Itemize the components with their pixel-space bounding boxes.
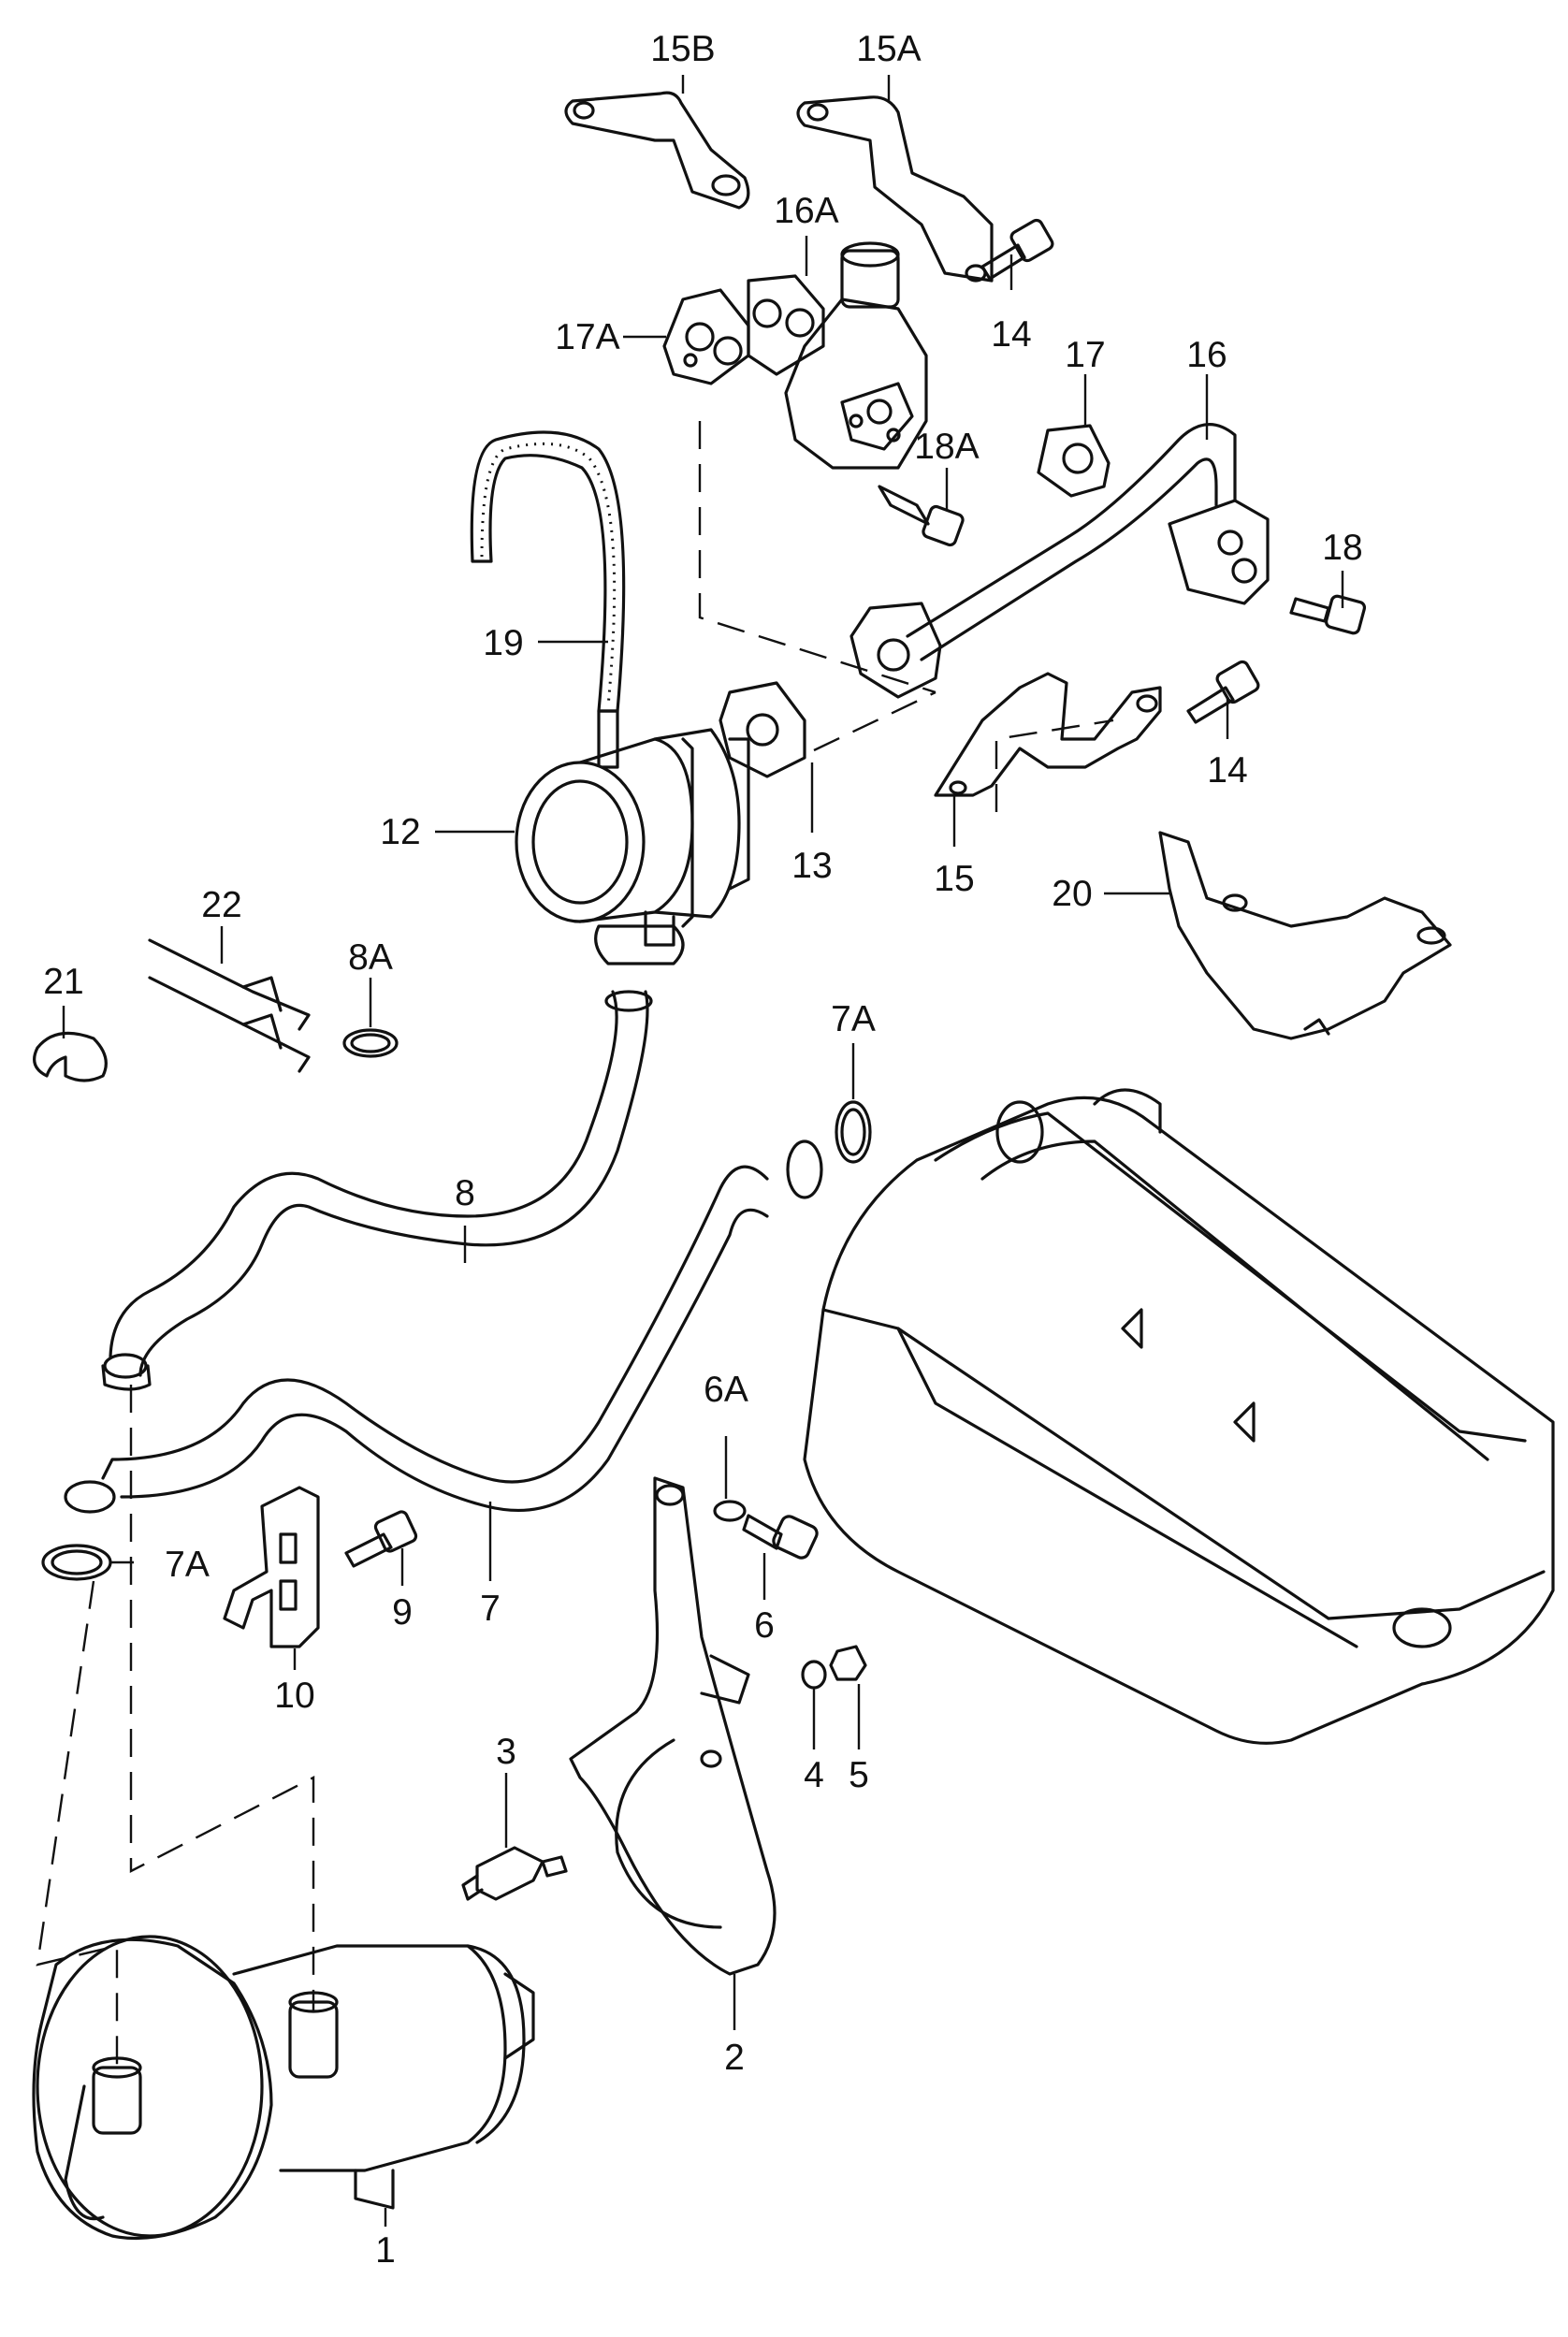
callout-5: 5 — [849, 1755, 869, 1795]
bracket-15 — [934, 672, 1162, 797]
temperature-sensor-3 — [461, 1846, 568, 1901]
callout-15b: 15B — [650, 29, 715, 69]
gasket-17 — [1037, 424, 1111, 498]
bracket-10 — [223, 1486, 320, 1648]
combination-valve-16a — [747, 241, 928, 470]
hose-8 — [101, 990, 653, 1391]
bracket-15b — [564, 91, 750, 210]
callout-9: 9 — [392, 1592, 413, 1633]
o-ring-7a-lower — [41, 1544, 112, 1581]
cable-ties-22 — [148, 938, 311, 1073]
callout-7a-lower: 7A — [165, 1545, 210, 1585]
air-pipe-16 — [849, 423, 1270, 699]
callout-22: 22 — [201, 885, 241, 925]
secondary-air-valve-12 — [515, 728, 750, 965]
bolt-18 — [1289, 594, 1367, 635]
callout-19: 19 — [483, 623, 523, 663]
callout-12: 12 — [380, 812, 420, 852]
callout-4: 4 — [804, 1755, 824, 1795]
secondary-air-pump-1 — [32, 1935, 535, 2241]
callout-15a: 15A — [856, 29, 921, 69]
callout-17: 17 — [1065, 335, 1105, 375]
callout-labels: 15B 15A 16A 17A 14 17 16 18A 18 19 14 12… — [43, 29, 1362, 2271]
bolt-14-upper — [980, 218, 1054, 281]
washer-4 — [801, 1660, 827, 1690]
callout-18: 18 — [1322, 528, 1362, 568]
washer-6a — [713, 1500, 747, 1522]
leader-lines — [62, 75, 1344, 2227]
bolt-9 — [344, 1510, 418, 1568]
callout-14-upper: 14 — [991, 314, 1031, 355]
callout-21: 21 — [43, 962, 83, 1002]
air-filter-housing — [803, 1088, 1555, 1745]
callout-8a: 8A — [348, 937, 393, 978]
callout-14-lower: 14 — [1207, 750, 1247, 791]
callout-7a-upper: 7A — [831, 999, 876, 1039]
callout-13: 13 — [791, 846, 832, 886]
gasket-13 — [719, 681, 806, 778]
bracket-15a — [796, 95, 994, 283]
gasket-17a — [662, 288, 750, 385]
bolt-18a — [878, 485, 965, 547]
callout-6a: 6A — [704, 1370, 748, 1410]
callout-2: 2 — [724, 2038, 745, 2078]
o-ring-7a-upper — [835, 1100, 872, 1164]
callout-18a: 18A — [914, 427, 979, 467]
o-ring-8a — [342, 1028, 399, 1058]
hose-clip-21 — [33, 1031, 108, 1082]
callout-7: 7 — [480, 1589, 501, 1629]
callout-3: 3 — [496, 1732, 516, 1772]
callout-16: 16 — [1186, 335, 1227, 375]
heat-shield-20 — [1158, 831, 1452, 1040]
callout-10: 10 — [274, 1676, 314, 1716]
assembly-lines — [36, 421, 1114, 2068]
vent-hose-19 — [470, 430, 626, 769]
bolt-14-lower — [1186, 660, 1260, 724]
callout-6: 6 — [754, 1605, 775, 1646]
callout-8: 8 — [455, 1173, 475, 1213]
callout-15: 15 — [934, 859, 974, 899]
callout-17a: 17A — [555, 317, 619, 357]
support-bracket-2 — [569, 1476, 777, 1976]
callout-16a: 16A — [774, 191, 838, 231]
hose-7 — [64, 1139, 823, 1514]
callout-1: 1 — [375, 2230, 396, 2271]
callout-20: 20 — [1052, 874, 1092, 914]
nut-5 — [829, 1645, 867, 1681]
bolt-6 — [742, 1514, 819, 1560]
